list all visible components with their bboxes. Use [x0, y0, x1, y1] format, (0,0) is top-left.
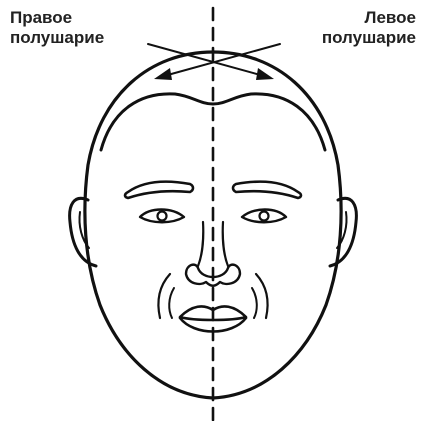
hairline	[101, 94, 325, 150]
left-cheek-fold	[158, 274, 170, 318]
right-eyebrow	[233, 182, 301, 198]
arrowhead-right	[256, 68, 274, 80]
arrowhead-left	[154, 68, 172, 80]
right-pupil	[260, 212, 269, 221]
left-pupil	[158, 212, 167, 221]
left-ear	[70, 198, 96, 266]
left-cheek-fold-2	[169, 288, 174, 318]
nose-right-line	[223, 222, 228, 266]
right-cheek-fold	[256, 274, 268, 318]
right-cheek-fold-2	[252, 288, 257, 318]
right-ear	[330, 198, 356, 266]
nose-left-line	[198, 222, 203, 266]
left-eyebrow	[125, 182, 193, 198]
